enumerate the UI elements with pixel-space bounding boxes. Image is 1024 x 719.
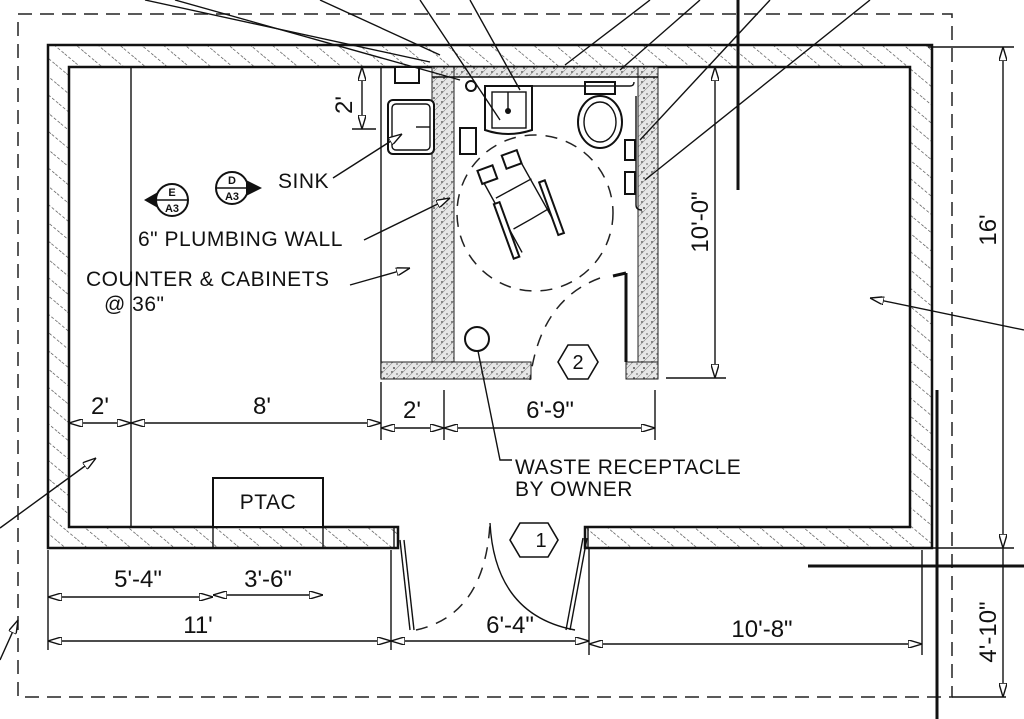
restroom-door bbox=[529, 271, 628, 381]
counter-label: COUNTER & CABINETS bbox=[86, 268, 330, 291]
dimension-row-upper: 2' 8' 2' 6'-9" bbox=[69, 382, 656, 440]
svg-text:E: E bbox=[168, 187, 175, 199]
svg-text:6'-9": 6'-9" bbox=[526, 397, 574, 424]
door-tag-2: 2 bbox=[557, 344, 599, 380]
plumbing-walls bbox=[380, 66, 659, 380]
svg-text:2: 2 bbox=[572, 352, 583, 374]
plumbing-wall-label: 6" PLUMBING WALL bbox=[138, 228, 343, 251]
section-marker-d: D A3 bbox=[215, 171, 262, 205]
sink-label: SINK bbox=[278, 170, 329, 193]
svg-text:8': 8' bbox=[253, 393, 271, 420]
dimension-vertical: 2' 10'-0" 16' 4'-10" bbox=[331, 46, 1014, 698]
ptac-unit: PTAC bbox=[212, 477, 324, 548]
callouts: SINK 6" PLUMBING WALL COUNTER & CABINETS… bbox=[86, 134, 741, 501]
svg-text:D: D bbox=[228, 175, 236, 187]
svg-text:1: 1 bbox=[535, 530, 546, 552]
svg-text:2': 2' bbox=[331, 96, 358, 114]
counter-cabinets bbox=[130, 67, 382, 527]
door-tag-1: 1 bbox=[509, 522, 559, 558]
wheelchair-icon bbox=[476, 148, 566, 260]
waste-receptacle-label: WASTE RECEPTACLE bbox=[515, 456, 741, 479]
waste-receptacle bbox=[464, 326, 490, 352]
svg-text:5'-4": 5'-4" bbox=[114, 566, 162, 593]
svg-text:10'-8": 10'-8" bbox=[731, 616, 792, 643]
svg-text:3'-6": 3'-6" bbox=[244, 566, 292, 593]
svg-text:6'-4": 6'-4" bbox=[486, 612, 534, 639]
dimension-row-lower: 5'-4" 3'-6" 11' 6'-4" 10'-8" bbox=[47, 548, 923, 655]
svg-text:2': 2' bbox=[403, 397, 421, 424]
turning-radius bbox=[456, 134, 614, 292]
ptac-label: PTAC bbox=[240, 491, 296, 514]
svg-text:A3: A3 bbox=[225, 191, 239, 203]
svg-text:10'-0": 10'-0" bbox=[687, 191, 714, 252]
svg-text:11': 11' bbox=[183, 612, 213, 639]
counter-height-label: @ 36" bbox=[104, 293, 164, 316]
svg-text:A3: A3 bbox=[165, 203, 179, 215]
entry-door bbox=[399, 522, 588, 631]
section-marker-e: E A3 bbox=[144, 183, 189, 217]
toilet bbox=[577, 81, 623, 149]
waste-receptacle-label-2: BY OWNER bbox=[515, 478, 633, 501]
svg-text:16': 16' bbox=[975, 214, 1002, 245]
svg-text:4'-10": 4'-10" bbox=[975, 601, 1002, 662]
svg-text:2': 2' bbox=[91, 393, 109, 420]
